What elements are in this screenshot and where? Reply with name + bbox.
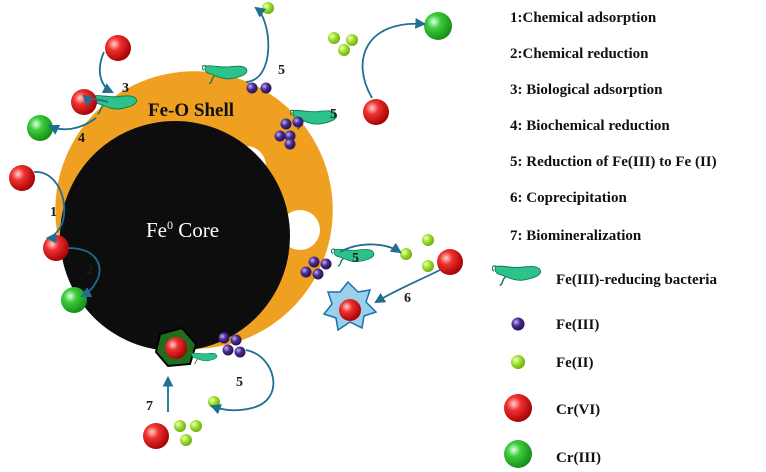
bacteria-icon [492, 265, 542, 287]
step-number: 7 [146, 399, 153, 414]
cr6-ion-icon [339, 299, 361, 321]
legend-mechanism-item: 3: Biological adsorption [510, 82, 663, 98]
step-number: 3 [122, 81, 129, 96]
fe3-cluster [300, 256, 332, 280]
fe2-ions [174, 2, 434, 446]
legend-mechanism-item: 1:Chemical adsorption [510, 10, 657, 26]
core-label: Fe0 Core [146, 218, 219, 242]
mechanism-legend: 1:Chemical adsorption 2:Chemical reducti… [510, 10, 717, 244]
cr6-ion-icon [165, 337, 187, 359]
cr6-ion-icon [504, 394, 532, 422]
legend-symbol-label: Cr(III) [556, 450, 601, 466]
fe3-cluster [274, 116, 304, 150]
legend-symbol-label: Fe(III)-reducing bacteria [556, 272, 717, 288]
coprecipitate-cluster [322, 280, 378, 332]
shell-label: Fe-O Shell [148, 100, 234, 121]
legend-mechanism-item: 7: Biomineralization [510, 228, 642, 244]
biomineral-cluster [154, 326, 198, 368]
fe3-ion-icon [511, 317, 525, 331]
fe3-cluster [246, 82, 272, 94]
step-number: 2 [86, 263, 93, 278]
step-number: 6 [404, 291, 411, 306]
fe-core [60, 121, 290, 351]
legend-mechanism-item: 5: Reduction of Fe(III) to Fe (II) [510, 154, 717, 170]
legend-symbol-label: Cr(VI) [556, 402, 600, 418]
process-arrows [33, 6, 441, 415]
fe2-ion-icon [511, 355, 525, 369]
symbol-legend: Fe(III)-reducing bacteria Fe(III) Fe(II)… [492, 265, 717, 468]
cr3-ion-icon [504, 440, 532, 468]
legend-symbol-label: Fe(II) [556, 355, 594, 371]
step-number: 5 [278, 63, 285, 78]
shell-notch [280, 210, 320, 250]
step-number: 5 [352, 251, 359, 266]
legend-mechanism-item: 4: Biochemical reduction [510, 118, 670, 134]
bacteria-icon [190, 351, 219, 366]
fe3-cluster [218, 332, 246, 358]
legend-mechanism-item: 6: Coprecipitation [510, 190, 627, 206]
step-number: 5 [236, 375, 243, 390]
legend-symbol-label: Fe(III) [556, 317, 599, 333]
step-number: 5 [330, 107, 337, 122]
step-number: 1 [50, 205, 57, 220]
step-number: 4 [78, 131, 85, 146]
legend-mechanism-item: 2:Chemical reduction [510, 46, 649, 62]
